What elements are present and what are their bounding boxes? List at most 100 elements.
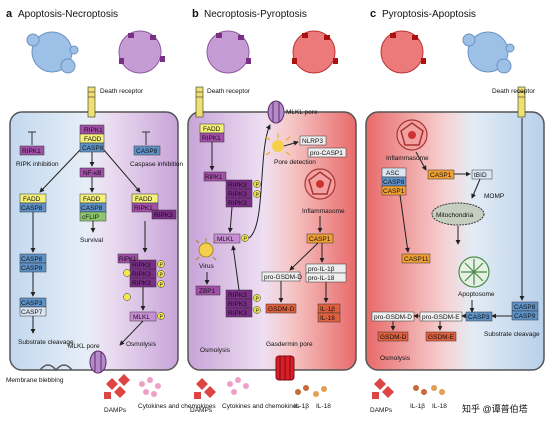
b-p-mlkl: P bbox=[244, 237, 248, 243]
b-pore-detection-1: Pore detection bbox=[274, 159, 316, 166]
c-casp1-complex: CASP1 bbox=[383, 188, 405, 195]
b-inflammasome: Inflammasome bbox=[302, 208, 345, 215]
c-casp11: CASP11 bbox=[404, 256, 429, 263]
c-gsdme: GSDM-E bbox=[428, 334, 455, 341]
b-damps: DAMPs bbox=[190, 407, 213, 414]
a-p-3: P bbox=[160, 283, 164, 289]
b-pro-casp1: pro-CASP1 bbox=[310, 150, 343, 157]
a-ripk1-top: RIPK1 bbox=[84, 127, 103, 134]
c-gsdmd: GSDM-D bbox=[380, 334, 407, 341]
panel-a-letter: a bbox=[6, 8, 13, 20]
panel-c-cell bbox=[365, 111, 545, 371]
panel-b-title: Necroptosis-Pyroptosis bbox=[204, 9, 307, 20]
a-casp8-left: CASP8 bbox=[21, 205, 43, 212]
c-casp8b: CASP8 bbox=[514, 304, 536, 311]
a-ripk-inhibition: RIPK inhibition bbox=[16, 161, 59, 168]
a-ripk3-1: RIPK3 bbox=[132, 262, 151, 269]
b-ripk3-5: RIPK3 bbox=[228, 301, 247, 308]
c-pro-gsdme: pro-GSDM-E bbox=[422, 314, 460, 321]
a-mlkl: MLKL bbox=[133, 314, 150, 321]
b-gasdermin-pore: Gasdermin pore bbox=[266, 341, 313, 348]
b-ripk3-6: RIPK3 bbox=[228, 310, 247, 317]
c-apoptosome: Apoptosome bbox=[458, 291, 495, 298]
phospho-icons-b bbox=[253, 180, 261, 198]
b-p-3: P bbox=[256, 297, 260, 303]
c-asc: ASC bbox=[386, 170, 400, 177]
a-death-receptor-label: Death receptor bbox=[100, 88, 144, 95]
mitochondria-icon bbox=[431, 202, 485, 226]
a-casp8-right: CASP8 bbox=[136, 148, 158, 155]
c-casp1: CASP1 bbox=[430, 172, 452, 179]
b-pro-il1b: pro-IL-1β bbox=[308, 266, 335, 273]
c-casp9: CASP9 bbox=[514, 313, 536, 320]
pyroptotic-cell-icon bbox=[292, 30, 338, 74]
b-il1b: IL-1β bbox=[320, 306, 335, 313]
panel-c-title: Pyroptosis-Apoptosis bbox=[382, 9, 476, 20]
a-fadd-left: FADD bbox=[23, 196, 41, 203]
b-virus: Virus bbox=[199, 263, 214, 270]
b-fadd: FADD bbox=[203, 126, 221, 133]
death-receptor-icon-b bbox=[195, 86, 204, 118]
a-ripk1-right: RIPK1 bbox=[134, 205, 153, 212]
inflammasome-icon-b bbox=[304, 168, 336, 200]
b-ripk1-top: RIPK1 bbox=[202, 135, 221, 142]
a-osmolysis: Osmolysis bbox=[126, 341, 157, 348]
b-pro-il18: pro-IL-18 bbox=[308, 275, 335, 282]
a-casp3: CASP3 bbox=[21, 300, 43, 307]
a-casp8-chain-1: CASP8 bbox=[21, 256, 43, 263]
gasdermin-pore-icon bbox=[275, 355, 295, 381]
panel-a: a Apoptosis-Necroptosis Death receptor R… bbox=[6, 8, 216, 414]
mlkl-pore-icon bbox=[89, 350, 107, 374]
c-death-receptor-label: Death receptor bbox=[492, 88, 536, 95]
apoptotic-cell-icon bbox=[26, 31, 79, 74]
panel-c: c Pyroptosis-Apoptosis Death receptor In bbox=[365, 8, 545, 414]
blebbing-icon bbox=[39, 364, 73, 372]
a-membrane-blebbing: Membrane blebbing bbox=[6, 377, 64, 384]
a-p-2: P bbox=[160, 273, 164, 279]
c-il1b: IL-1β bbox=[410, 403, 425, 410]
b-ripk3-2: RIPK3 bbox=[228, 191, 247, 198]
a-nfkb: NF-κB bbox=[83, 170, 101, 177]
panel-b-letter: b bbox=[192, 8, 199, 20]
panel-a-title: Apoptosis-Necroptosis bbox=[18, 9, 118, 20]
damps-icon-c bbox=[372, 378, 394, 399]
b-ripk3-3: RIPK3 bbox=[228, 200, 247, 207]
a-ripk3-3: RIPK3 bbox=[132, 280, 151, 287]
a-ripk3-complex: RIPK3 bbox=[154, 212, 173, 219]
watermark: 知乎 @谭普伯塔 bbox=[462, 403, 528, 414]
a-substrate-cleavage-1: Substrate cleavage bbox=[18, 339, 74, 346]
apoptotic-cell-icon-c bbox=[462, 31, 515, 74]
a-damps: DAMPs bbox=[104, 407, 127, 414]
a-p-mlkl: P bbox=[160, 315, 164, 321]
b-cytokines: Cytokines and chemokines bbox=[222, 403, 300, 410]
b-gsdmd: GSDM-D bbox=[268, 306, 295, 313]
b-il1b-out: IL-1β bbox=[294, 403, 309, 410]
b-ripk3-1: RIPK3 bbox=[228, 182, 247, 189]
il-particles-icon-b bbox=[295, 385, 327, 397]
a-ripk3-2: RIPK3 bbox=[132, 271, 151, 278]
b-ripk1-stack: RIPK1 bbox=[205, 175, 223, 181]
b-ripk3-4: RIPK3 bbox=[228, 292, 247, 299]
necroptotic-cell-icon-b bbox=[206, 30, 251, 74]
a-mlkl-pore: MLKL pore bbox=[68, 343, 100, 350]
c-mitochondria: Mitochondria bbox=[436, 212, 474, 219]
cytokines-icon bbox=[139, 377, 161, 397]
panel-c-letter: c bbox=[370, 8, 376, 20]
a-survival: Survival bbox=[80, 237, 104, 244]
il-particles-icon-c bbox=[413, 385, 445, 395]
c-casp3: CASP3 bbox=[468, 314, 490, 321]
c-casp8: CASP8 bbox=[383, 179, 405, 186]
death-receptor-icon bbox=[87, 86, 96, 118]
b-death-receptor-label: Death receptor bbox=[207, 88, 251, 95]
a-casp8-mid: CASP8 bbox=[81, 205, 103, 212]
virus-icon bbox=[195, 238, 217, 261]
a-fadd-mid: FADD bbox=[83, 196, 101, 203]
damps-icon-b bbox=[194, 378, 216, 399]
a-fadd-right: FADD bbox=[135, 196, 153, 203]
panel-b: b Necroptosis-Pyroptosis Death receptor bbox=[187, 8, 357, 414]
a-cflip: cFLIP bbox=[82, 214, 99, 221]
b-p-4: P bbox=[256, 309, 260, 315]
a-ripk1-stack: RIPK1 bbox=[119, 257, 137, 263]
c-osmolysis: Osmolysis bbox=[380, 355, 411, 362]
